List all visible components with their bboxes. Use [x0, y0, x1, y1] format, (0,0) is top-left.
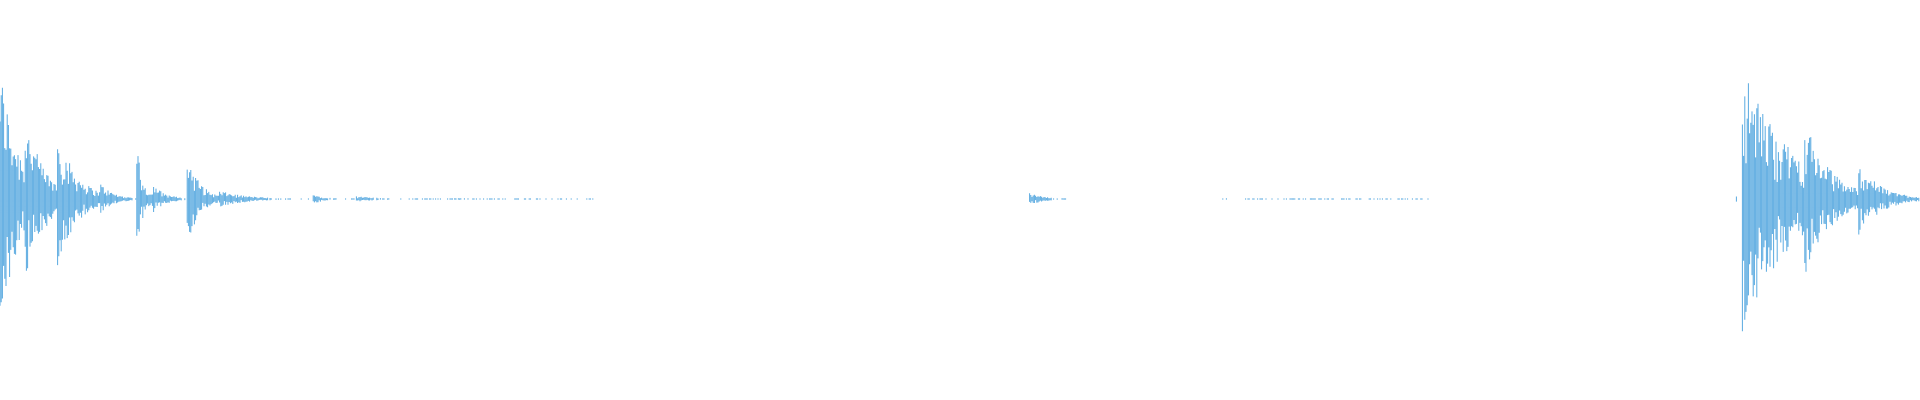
waveform-path	[0, 83, 1920, 332]
waveform-samples	[0, 83, 1920, 332]
